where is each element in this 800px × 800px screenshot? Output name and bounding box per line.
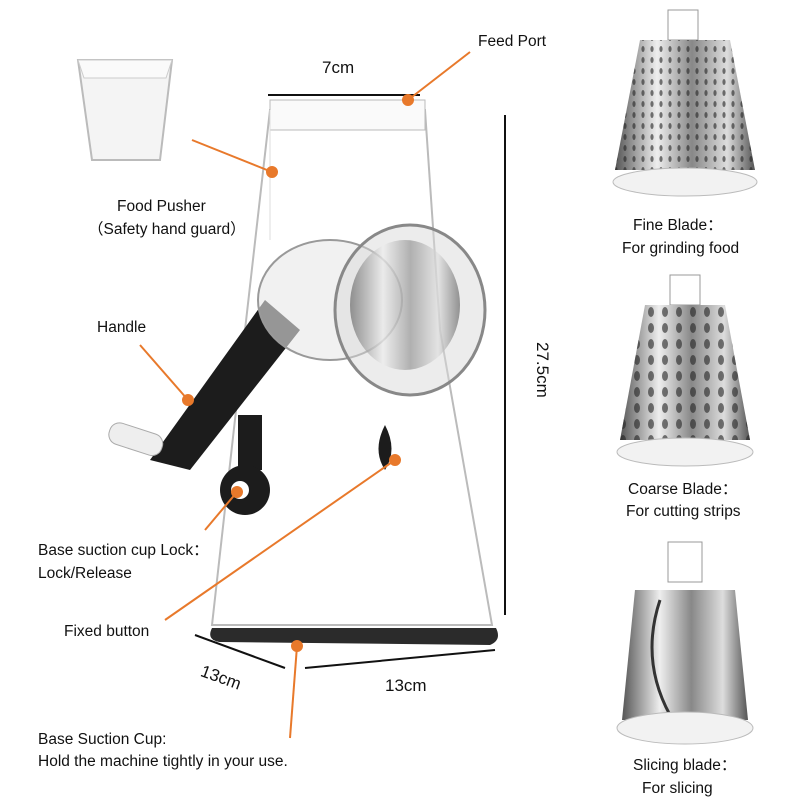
callout-leaders xyxy=(139,51,471,739)
coarse-blade-use: For cutting strips xyxy=(626,503,741,520)
dimension-width-base: 13cm xyxy=(385,676,427,695)
fine-blade-use: For grinding food xyxy=(622,240,740,257)
lock-label: Base suction cup Lock： xyxy=(38,542,209,559)
feed-port-label: Feed Port xyxy=(478,33,547,50)
dimension-height: 27.5cm xyxy=(533,342,552,398)
dimension-lines xyxy=(194,94,506,669)
slicing-blade-image xyxy=(616,541,754,745)
lock-sublabel: Lock/Release xyxy=(38,565,132,582)
food-pusher-label: Food Pusher xyxy=(117,198,206,215)
suction-cup-label: Base Suction Cup: xyxy=(38,731,167,748)
suction-cup-sublabel: Hold the machine tightly in your use. xyxy=(38,753,288,770)
food-pusher-sublabel: （Safety hand guard） xyxy=(88,221,246,238)
fine-blade-image xyxy=(612,9,758,197)
handle-label: Handle xyxy=(97,319,147,336)
grater-machine-image xyxy=(108,99,498,645)
fine-blade-label: Fine Blade： xyxy=(633,217,723,234)
dimension-width-top: 7cm xyxy=(322,58,355,77)
slicing-blade-use: For slicing xyxy=(642,780,713,797)
coarse-blade-label: Coarse Blade： xyxy=(628,481,738,498)
slicing-blade-label: Slicing blade： xyxy=(633,757,737,774)
food-pusher-image xyxy=(76,59,174,161)
coarse-blade-image xyxy=(616,274,754,467)
fixed-button-label: Fixed button xyxy=(64,623,150,640)
